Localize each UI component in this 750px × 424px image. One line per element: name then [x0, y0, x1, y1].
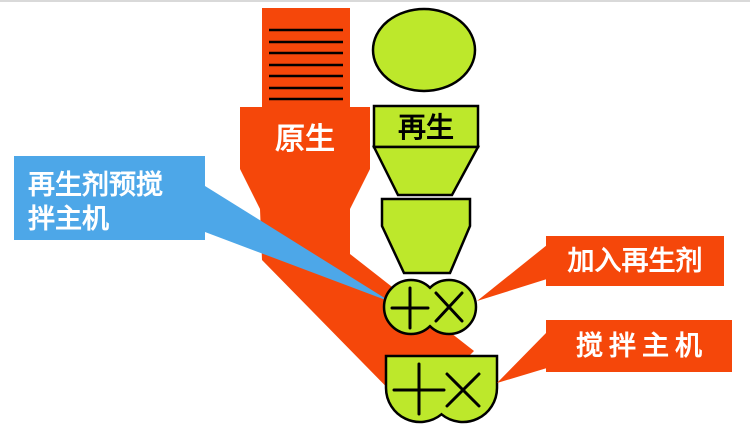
recycled-material-column: 再生 [371, 7, 499, 424]
premix-label-line2: 拌主机 [28, 204, 109, 234]
premix-box [14, 156, 205, 240]
premix-label-line1: 再生剂预搅 [28, 169, 163, 200]
recycled-label: 再生 [398, 112, 454, 143]
recycled-bin [380, 197, 472, 275]
premix-blade-x-2 [434, 291, 464, 323]
main-mixer-blades [392, 362, 481, 416]
main-mixer-box [546, 320, 732, 372]
main-blade-x-2 [445, 372, 481, 408]
add-agent-label: 加入再生剂 [568, 246, 703, 276]
virgin-hopper-taper [240, 169, 370, 209]
conveyor-slats [269, 28, 343, 101]
premix-pointer [205, 186, 391, 302]
premix-mixer-blades [390, 286, 464, 330]
add-agent-box [546, 236, 724, 286]
virgin-hopper [240, 107, 370, 169]
conveyor-tower [262, 8, 350, 107]
recycled-hopper [372, 104, 480, 149]
recycled-feed-ellipse [371, 7, 477, 93]
virgin-label: 原生 [275, 123, 335, 156]
premix-callout: 再生剂预搅 拌主机 [14, 156, 391, 302]
main-mixer-label: 搅拌主机 [576, 330, 708, 361]
main-mixer-callout: 搅拌主机 [497, 320, 732, 383]
add-agent-callout: 加入再生剂 [477, 236, 724, 301]
recycled-hopper-taper [371, 145, 481, 197]
main-mixer-pointer [497, 332, 547, 383]
add-agent-pointer [477, 245, 547, 301]
premix-mixer-body [382, 278, 478, 336]
